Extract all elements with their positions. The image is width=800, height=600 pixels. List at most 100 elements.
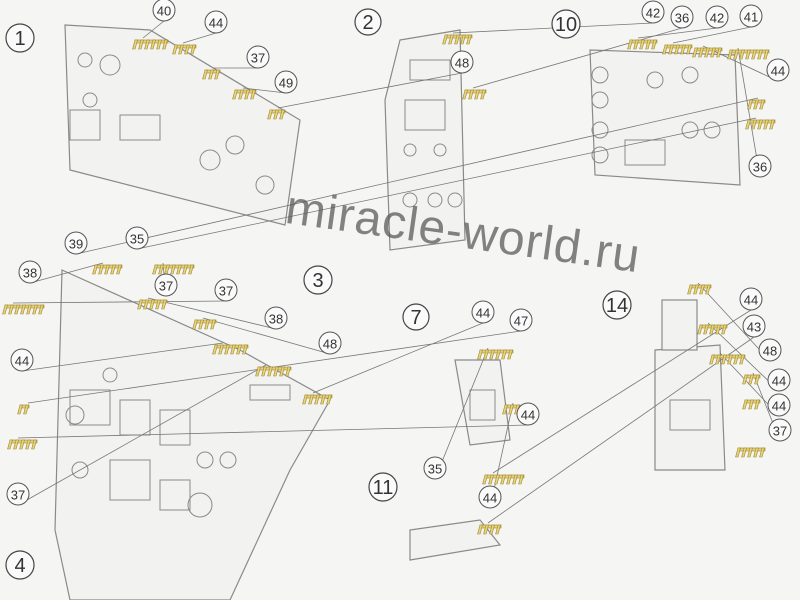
part-number: 36 bbox=[675, 11, 689, 26]
part-number: 39 bbox=[69, 237, 83, 252]
photo-etch-part bbox=[302, 394, 333, 405]
photo-etch-part bbox=[745, 119, 776, 130]
instrument-block bbox=[119, 114, 161, 141]
part-number: 40 bbox=[157, 4, 171, 19]
part-callout: 37 bbox=[768, 418, 792, 442]
step-number-2: 2 bbox=[354, 8, 382, 36]
panel-step-3-4 bbox=[54, 269, 331, 600]
instrument-block bbox=[669, 399, 711, 431]
photo-etch-part bbox=[627, 39, 658, 50]
gauge-dial bbox=[99, 54, 121, 76]
part-number: 44 bbox=[15, 354, 29, 369]
photo-etch-part bbox=[2, 304, 45, 315]
gauge-dial bbox=[71, 461, 89, 479]
part-callout: 41 bbox=[739, 4, 763, 28]
photo-etch-part bbox=[462, 89, 487, 100]
gauge-dial bbox=[703, 121, 721, 139]
leader-line bbox=[277, 72, 463, 109]
photo-etch-part bbox=[7, 439, 38, 450]
part-callout: 48 bbox=[318, 331, 342, 355]
instrument-block bbox=[159, 479, 191, 511]
part-number: 44 bbox=[476, 306, 490, 321]
step-label: 2 bbox=[362, 12, 373, 34]
photo-etch-part bbox=[687, 284, 712, 295]
photo-etch-part bbox=[662, 44, 693, 55]
panel-step-14-top bbox=[661, 299, 698, 351]
leader-line bbox=[487, 336, 755, 524]
part-callout: 35 bbox=[423, 456, 447, 480]
leader-line bbox=[434, 347, 489, 480]
gauge-dial bbox=[591, 66, 609, 84]
leader-line bbox=[492, 309, 752, 474]
instrument-block bbox=[159, 409, 191, 446]
leader-line bbox=[182, 32, 217, 44]
photo-etch-part bbox=[172, 44, 197, 55]
part-callout: 47 bbox=[509, 308, 533, 332]
part-callout: 43 bbox=[742, 314, 766, 338]
photo-etch-part bbox=[152, 264, 195, 275]
part-number: 44 bbox=[772, 399, 786, 414]
part-callout: 37 bbox=[214, 278, 238, 302]
step-number-10: 10 bbox=[551, 9, 581, 39]
leader-line bbox=[312, 322, 484, 394]
photo-etch-part bbox=[482, 474, 525, 485]
part-number: 44 bbox=[771, 64, 785, 79]
photo-etch-part bbox=[692, 47, 723, 58]
leader-line bbox=[697, 282, 771, 362]
gauge-dial bbox=[82, 92, 98, 108]
gauge-dial bbox=[427, 192, 443, 208]
gauge-dial bbox=[591, 121, 609, 139]
photo-etch-part bbox=[267, 109, 286, 120]
gauge-dial bbox=[65, 405, 85, 425]
gauge-dial bbox=[255, 175, 275, 195]
part-number: 44 bbox=[209, 16, 223, 31]
panel-step-11 bbox=[409, 519, 502, 561]
leader-line bbox=[672, 26, 752, 44]
part-callout: 42 bbox=[641, 0, 665, 24]
step-label: 10 bbox=[555, 14, 577, 36]
photo-etch-part bbox=[192, 319, 217, 330]
part-number: 35 bbox=[428, 462, 442, 477]
part-callout: 42 bbox=[705, 5, 729, 29]
instrument-block bbox=[69, 389, 111, 426]
part-number: 37 bbox=[773, 424, 787, 439]
part-number: 48 bbox=[763, 344, 777, 359]
leader-line bbox=[637, 27, 718, 39]
photo-etch-part bbox=[202, 69, 221, 80]
gauge-dial bbox=[196, 451, 214, 469]
gauge-dial bbox=[447, 192, 463, 208]
instrument-block bbox=[404, 99, 446, 131]
photo-etch-part bbox=[477, 349, 514, 360]
panel-step-1 bbox=[64, 24, 301, 226]
part-callout: 35 bbox=[125, 226, 149, 250]
photo-etch-part bbox=[17, 404, 30, 415]
leader-line bbox=[21, 342, 224, 372]
part-number: 38 bbox=[23, 266, 37, 281]
part-number: 37 bbox=[159, 279, 173, 294]
photo-etch-part bbox=[747, 99, 766, 110]
leader-line bbox=[242, 87, 287, 94]
gauge-dial bbox=[591, 146, 609, 164]
part-number: 37 bbox=[11, 488, 25, 503]
part-callout: 44 bbox=[204, 10, 228, 34]
leader-line bbox=[29, 262, 104, 284]
part-number: 38 bbox=[269, 312, 283, 327]
part-callout: 44 bbox=[767, 368, 791, 392]
gauge-dial bbox=[77, 52, 93, 68]
part-number: 42 bbox=[646, 6, 660, 21]
instrument-block bbox=[624, 139, 666, 166]
step-number-11: 11 bbox=[368, 472, 398, 502]
part-number: 44 bbox=[744, 293, 758, 308]
gauge-dial bbox=[187, 492, 213, 518]
part-callout: 48 bbox=[758, 338, 782, 362]
gauge-dial bbox=[433, 143, 447, 157]
leader-line bbox=[12, 300, 227, 304]
photo-etch-part bbox=[727, 49, 770, 60]
instrument-block bbox=[249, 384, 291, 401]
gauge-dial bbox=[102, 367, 118, 383]
part-callout: 44 bbox=[471, 300, 495, 324]
gauge-dial bbox=[646, 71, 664, 89]
part-number: 48 bbox=[323, 337, 337, 352]
